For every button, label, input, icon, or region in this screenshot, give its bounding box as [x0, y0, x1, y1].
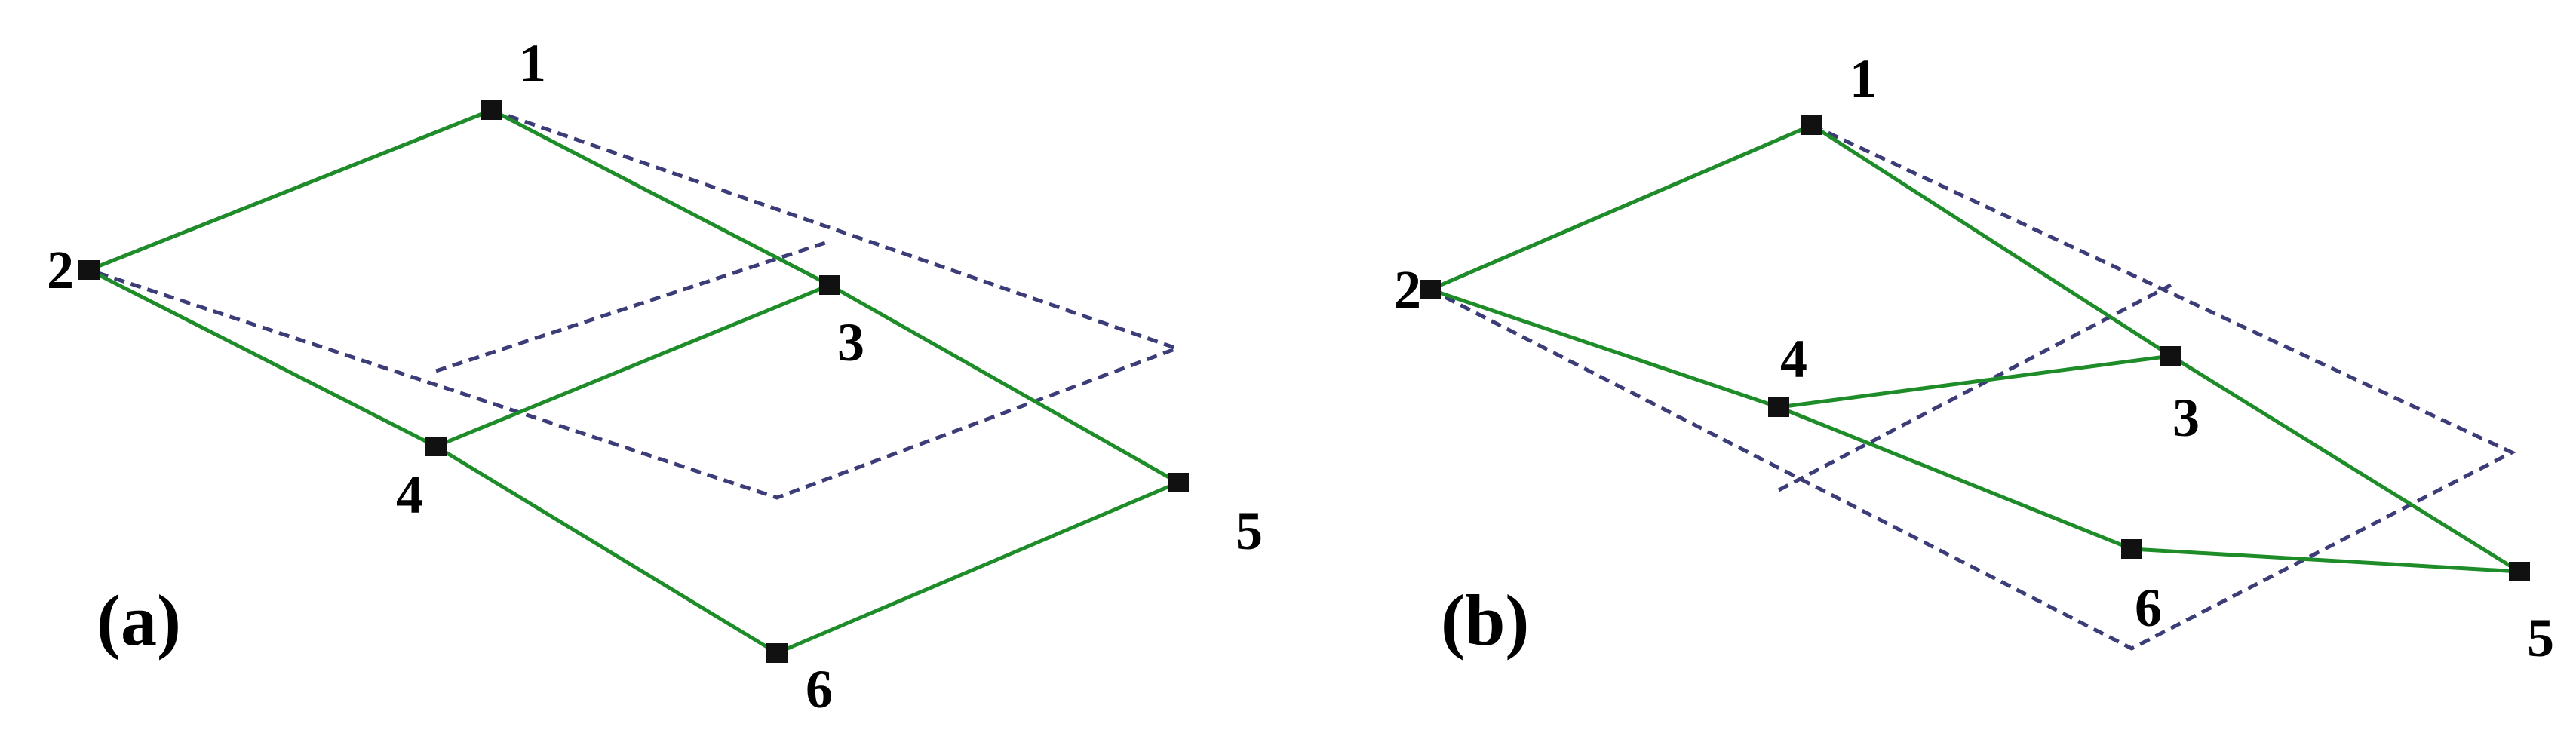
member-4-3	[434, 283, 832, 449]
member-1-2	[1428, 123, 1814, 292]
member-4-6	[1776, 405, 2134, 551]
member-3-5	[827, 283, 1181, 485]
member-2-4	[87, 268, 438, 449]
node-1-label: 1	[519, 33, 546, 94]
node-3-label: 3	[837, 312, 864, 373]
undeformed-outline-2	[435, 239, 831, 373]
node-2-marker	[78, 260, 100, 280]
node-5-label: 5	[1236, 501, 1263, 561]
member-4-6	[434, 444, 779, 655]
member-1-3	[490, 108, 832, 287]
node-4-marker	[425, 437, 447, 456]
member-1-2	[87, 108, 494, 272]
node-3-label: 3	[2172, 388, 2200, 448]
node-6-label: 6	[2135, 578, 2162, 638]
node-3-marker	[2160, 346, 2181, 366]
node-4-label: 4	[396, 465, 423, 525]
node-4-label: 4	[1780, 329, 1807, 389]
node-2-label: 2	[1394, 259, 1421, 320]
member-2-4	[1428, 287, 1781, 409]
undeformed-outline-2	[1777, 283, 2172, 492]
node-6-marker	[2121, 539, 2142, 559]
member-4-3	[1776, 354, 2173, 409]
node-4-marker	[1768, 397, 1789, 417]
undeformed-outline-1	[88, 108, 1183, 500]
node-5-marker	[2509, 562, 2530, 581]
node-6-marker	[766, 643, 788, 663]
member-1-3	[1810, 123, 2173, 358]
panel-label: (b)	[1441, 580, 1529, 661]
node-5-marker	[1168, 473, 1189, 492]
node-3-marker	[819, 275, 840, 295]
node-2-label: 2	[47, 240, 74, 300]
node-1-marker	[481, 100, 502, 120]
panel-b: 1 2 3 4 5 6 (b)	[1394, 48, 2554, 668]
member-6-5	[2129, 547, 2522, 574]
node-1-marker	[1801, 115, 1822, 135]
undeformed-outline-1	[1429, 123, 2516, 651]
panel-a: 1 2 3 4 5 6 (a)	[47, 33, 1263, 719]
member-6-5	[775, 480, 1181, 655]
node-5-label: 5	[2527, 608, 2554, 668]
node-1-label: 1	[1850, 48, 1877, 109]
panel-label: (a)	[97, 580, 181, 661]
member-3-5	[2169, 354, 2522, 574]
node-2-marker	[1420, 280, 1441, 299]
node-6-label: 6	[806, 659, 833, 719]
